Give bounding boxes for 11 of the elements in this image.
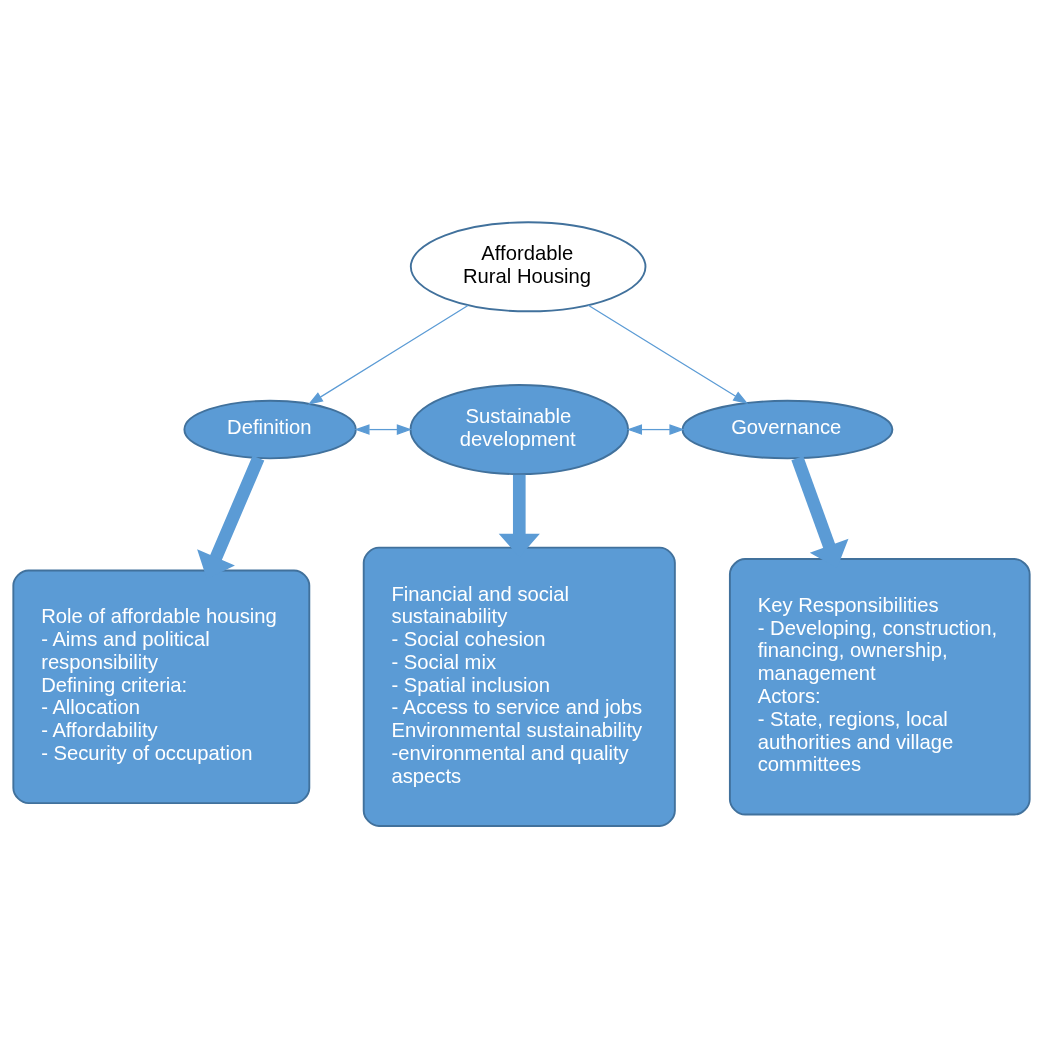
- node-box: Financial and social sustainability - Social cohesion - Social mix - Spatial inclusion - Access to service and jobs Environmental sustainability -environmental and quality aspects: [362, 546, 676, 827]
- node-ellipse: Governance: [681, 399, 894, 460]
- arrow: [354, 424, 412, 435]
- node-ellipse: Sustainable development: [409, 384, 630, 476]
- node-box: Role of affordable housing - Aims and political responsibility Defining criteria: - Allocation - Affordability - Security of occupation: [12, 569, 311, 805]
- node-ellipse: Definition: [183, 399, 357, 460]
- arrow: [587, 304, 749, 405]
- node-ellipse: Affordable Rural Housing: [409, 221, 647, 313]
- node-box: Key Responsibilities - Developing, construction, financing, ownership, management Actors: - State, regions, local authorities and village committees: [728, 558, 1031, 816]
- arrow: [307, 304, 469, 405]
- arrow: [626, 424, 685, 435]
